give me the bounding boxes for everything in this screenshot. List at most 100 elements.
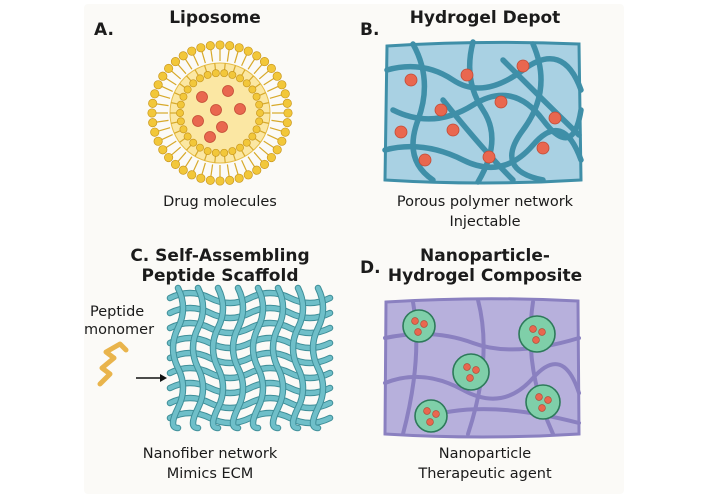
lipid-head: [203, 147, 212, 155]
drug-molecule: [418, 153, 432, 167]
panel-a-caption: Drug molecules: [163, 194, 277, 210]
therapeutic-agent: [414, 328, 422, 336]
nanofiber: [167, 350, 333, 366]
therapeutic-agent: [432, 410, 440, 418]
lipid-head: [243, 170, 253, 180]
nanofiber: [190, 285, 206, 431]
nanoparticle: [518, 315, 556, 353]
lipid-head: [196, 43, 206, 53]
nanofiber: [170, 285, 186, 431]
lipid-head: [236, 143, 244, 152]
lipid-head: [187, 170, 197, 180]
panel-c-title-line1: C. Self-Assembling: [130, 246, 310, 266]
lipid-head: [242, 138, 251, 147]
lipid-head: [252, 92, 261, 101]
panel-c-caption-line2: Mimics ECM: [166, 466, 254, 482]
therapeutic-agent: [466, 374, 474, 382]
lipid-head: [158, 145, 168, 155]
lipid-head: [234, 173, 244, 183]
drug-molecule: [460, 68, 474, 82]
therapeutic-agent: [423, 407, 431, 415]
drug-molecule: [494, 95, 508, 109]
lipid-head: [164, 152, 174, 163]
polymer-fiber: [410, 41, 436, 183]
lipid-head: [153, 80, 163, 90]
panel-d-letter: D.: [360, 258, 381, 278]
polymer-fiber: [500, 57, 582, 138]
drug-molecule: [204, 131, 216, 143]
lipid-head: [248, 132, 257, 141]
therapeutic-agent: [463, 363, 471, 371]
therapeutic-agent: [535, 393, 543, 401]
lipid-head: [220, 148, 229, 157]
lipid-head: [170, 159, 181, 169]
panel-d-title-line2: Hydrogel Composite: [387, 266, 583, 286]
lipid-head: [187, 46, 197, 56]
liposome-illustration: [147, 40, 293, 186]
drug-molecule: [434, 103, 448, 117]
lipid-head: [252, 165, 262, 175]
therapeutic-agent: [538, 404, 546, 412]
lipid-head: [147, 108, 157, 118]
lipid-head: [242, 79, 251, 88]
drug-molecule: [446, 123, 460, 137]
therapeutic-agent: [420, 320, 428, 328]
lipid-head: [225, 41, 235, 51]
peptide-monomer-icon: [97, 341, 129, 387]
panel-d-caption-line2: Therapeutic agent: [418, 466, 552, 482]
drug-molecule: [536, 141, 550, 155]
lipid-head: [215, 176, 225, 186]
lipid-head: [272, 145, 282, 155]
lipid-head: [164, 63, 174, 74]
lipid-head: [256, 109, 264, 117]
therapeutic-agent: [426, 418, 434, 426]
lipid-head: [176, 109, 184, 117]
lipid-head: [211, 148, 220, 157]
nanofiber: [167, 335, 333, 351]
lipid-head: [282, 98, 292, 108]
lipid-head: [248, 85, 257, 94]
lipid-head: [148, 118, 158, 128]
panel-b-letter: B.: [360, 20, 380, 40]
drug-molecule: [234, 103, 246, 115]
nanoparticle-hydrogel-composite-illustration: [383, 297, 581, 439]
lipid-head: [178, 51, 188, 61]
drug-molecule: [196, 91, 208, 103]
polymer-fiber: [509, 41, 546, 183]
lipid-head: [280, 127, 290, 137]
lipid-head: [183, 85, 192, 94]
lipid-head: [225, 175, 235, 185]
nanofiber-network-illustration: [166, 284, 334, 432]
lipid-head: [277, 136, 287, 146]
lipid-head: [203, 71, 212, 79]
lipid-head: [189, 138, 198, 147]
drug-molecule: [192, 115, 204, 127]
drug-molecule: [516, 59, 530, 73]
nanofiber: [290, 285, 306, 431]
therapeutic-agent: [411, 317, 419, 325]
peptide-monomer-label-line1: Peptide: [90, 304, 145, 320]
arrow-right-icon: [136, 374, 167, 382]
lipid-head: [205, 175, 215, 185]
lipid-head: [215, 40, 225, 50]
lipid-head: [150, 127, 160, 137]
therapeutic-agent: [544, 396, 552, 404]
drug-molecule: [394, 125, 408, 139]
lipid-head: [243, 46, 253, 56]
nanoparticle: [452, 353, 490, 391]
lipid-head: [252, 125, 261, 134]
lipid-head: [255, 117, 264, 126]
nanofiber: [230, 285, 246, 431]
drug-molecule: [216, 121, 228, 133]
lipid-head: [153, 136, 163, 146]
lipid-head: [228, 147, 237, 155]
lipid-head: [183, 132, 192, 141]
therapeutic-agent: [538, 328, 546, 336]
lipid-head: [236, 74, 244, 83]
lipid-head: [148, 98, 158, 108]
arrow-head: [160, 374, 167, 382]
nanofiber: [310, 285, 326, 431]
lipid-head: [259, 159, 270, 169]
lipid-head: [252, 51, 262, 61]
lipid-head: [158, 71, 168, 81]
